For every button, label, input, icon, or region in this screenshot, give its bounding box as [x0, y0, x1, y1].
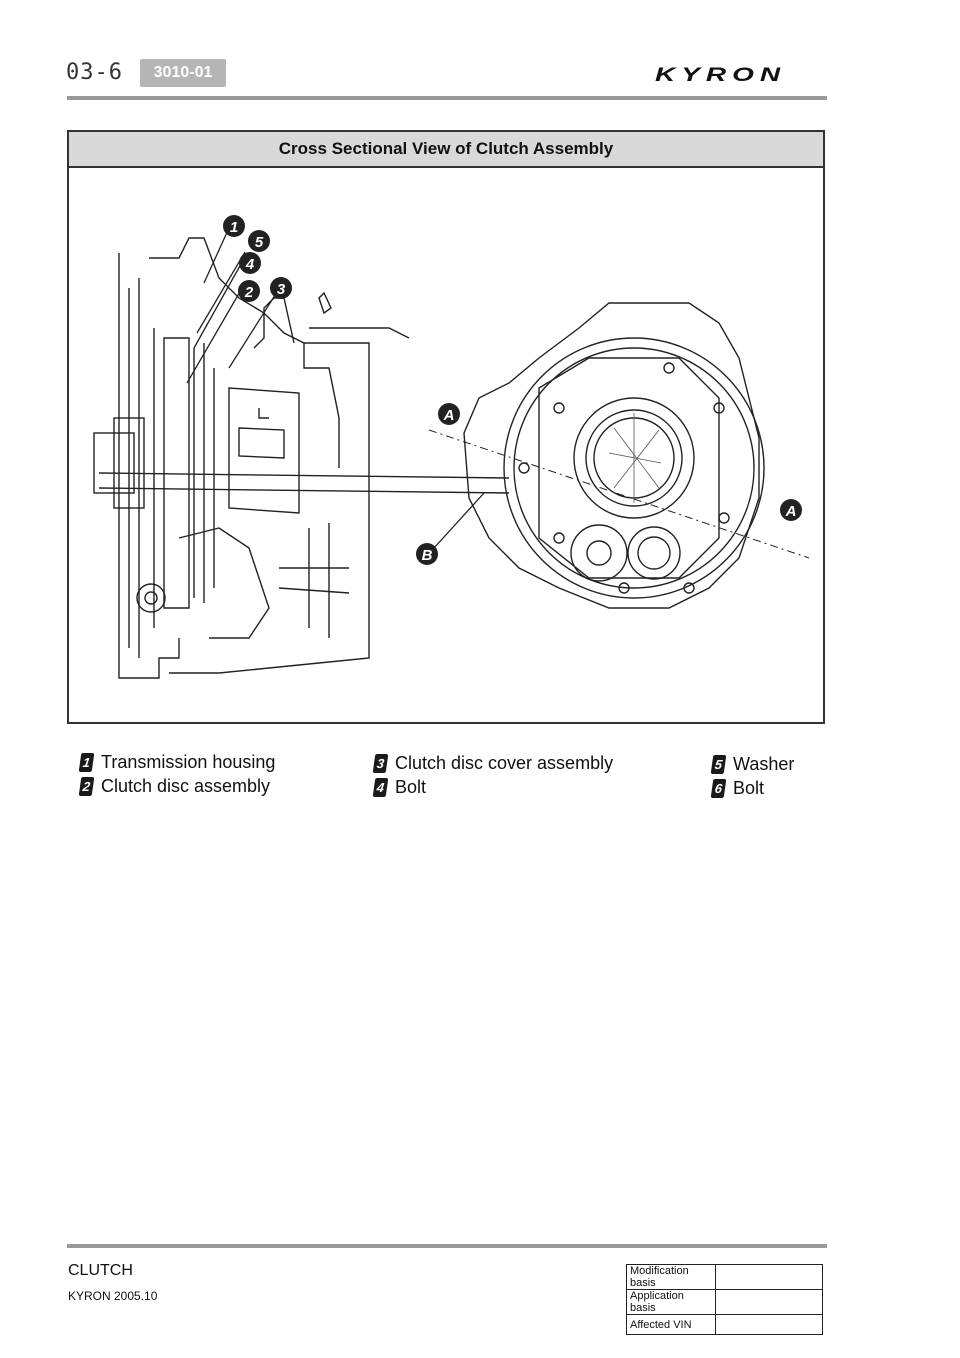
number-3-icon: 3 — [372, 754, 389, 773]
legend-item: 6 Bolt — [710, 778, 765, 799]
number-2-icon: 2 — [78, 777, 95, 796]
number-4-icon: 4 — [372, 778, 389, 797]
table-row: Affected VIN — [626, 1314, 823, 1335]
section-code-badge: 3010-01 — [140, 59, 226, 87]
revision-table: Modification basis Application basis Aff… — [626, 1264, 823, 1335]
legend-label: Clutch disc assembly — [101, 776, 271, 796]
table-label: Application basis — [626, 1289, 716, 1315]
legend-label: Washer — [733, 754, 795, 774]
legend-label: Bolt — [733, 778, 765, 798]
svg-text:A: A — [785, 503, 797, 520]
legend-item: 2 Clutch disc assembly — [78, 776, 271, 797]
footer-rule — [67, 1244, 827, 1248]
svg-text:3: 3 — [277, 281, 286, 298]
table-label: Modification basis — [626, 1264, 716, 1290]
svg-text:KYRON: KYRON — [655, 64, 786, 86]
legend-item: 1 Transmission housing — [78, 752, 276, 773]
figure-frame: Cross Sectional View of Clutch Assembly — [67, 130, 825, 724]
table-row: Application basis — [626, 1289, 823, 1315]
table-row: Modification basis — [626, 1264, 823, 1290]
number-6-icon: 6 — [710, 779, 727, 798]
svg-text:4: 4 — [245, 256, 255, 273]
number-5-icon: 5 — [710, 755, 727, 774]
legend-item: 5 Washer — [710, 754, 795, 775]
table-label: Affected VIN — [626, 1314, 716, 1335]
svg-text:5: 5 — [255, 234, 264, 251]
footer-section-name: CLUTCH — [68, 1262, 133, 1279]
svg-text:A: A — [443, 407, 455, 424]
svg-text:B: B — [422, 547, 433, 564]
header-rule — [67, 96, 827, 100]
number-1-icon: 1 — [78, 753, 95, 772]
footer-model-date: KYRON 2005.10 — [68, 1289, 158, 1303]
legend-item: 3 Clutch disc cover assembly — [372, 753, 614, 774]
legend-label: Bolt — [395, 777, 427, 797]
kyron-logo: KYRON — [655, 64, 786, 86]
svg-text:1: 1 — [230, 219, 238, 236]
clutch-cross-section-diagram: 1 5 4 2 3 A A B — [93, 215, 810, 679]
table-value — [715, 1289, 823, 1315]
svg-text:2: 2 — [244, 284, 254, 301]
legend-label: Clutch disc cover assembly — [395, 753, 614, 773]
legend-label: Transmission housing — [101, 752, 276, 772]
legend-item: 4 Bolt — [372, 777, 427, 798]
table-value — [715, 1314, 823, 1335]
table-value — [715, 1264, 823, 1290]
page-number: 03-6 — [66, 60, 123, 85]
figure-title: Cross Sectional View of Clutch Assembly — [69, 132, 823, 168]
